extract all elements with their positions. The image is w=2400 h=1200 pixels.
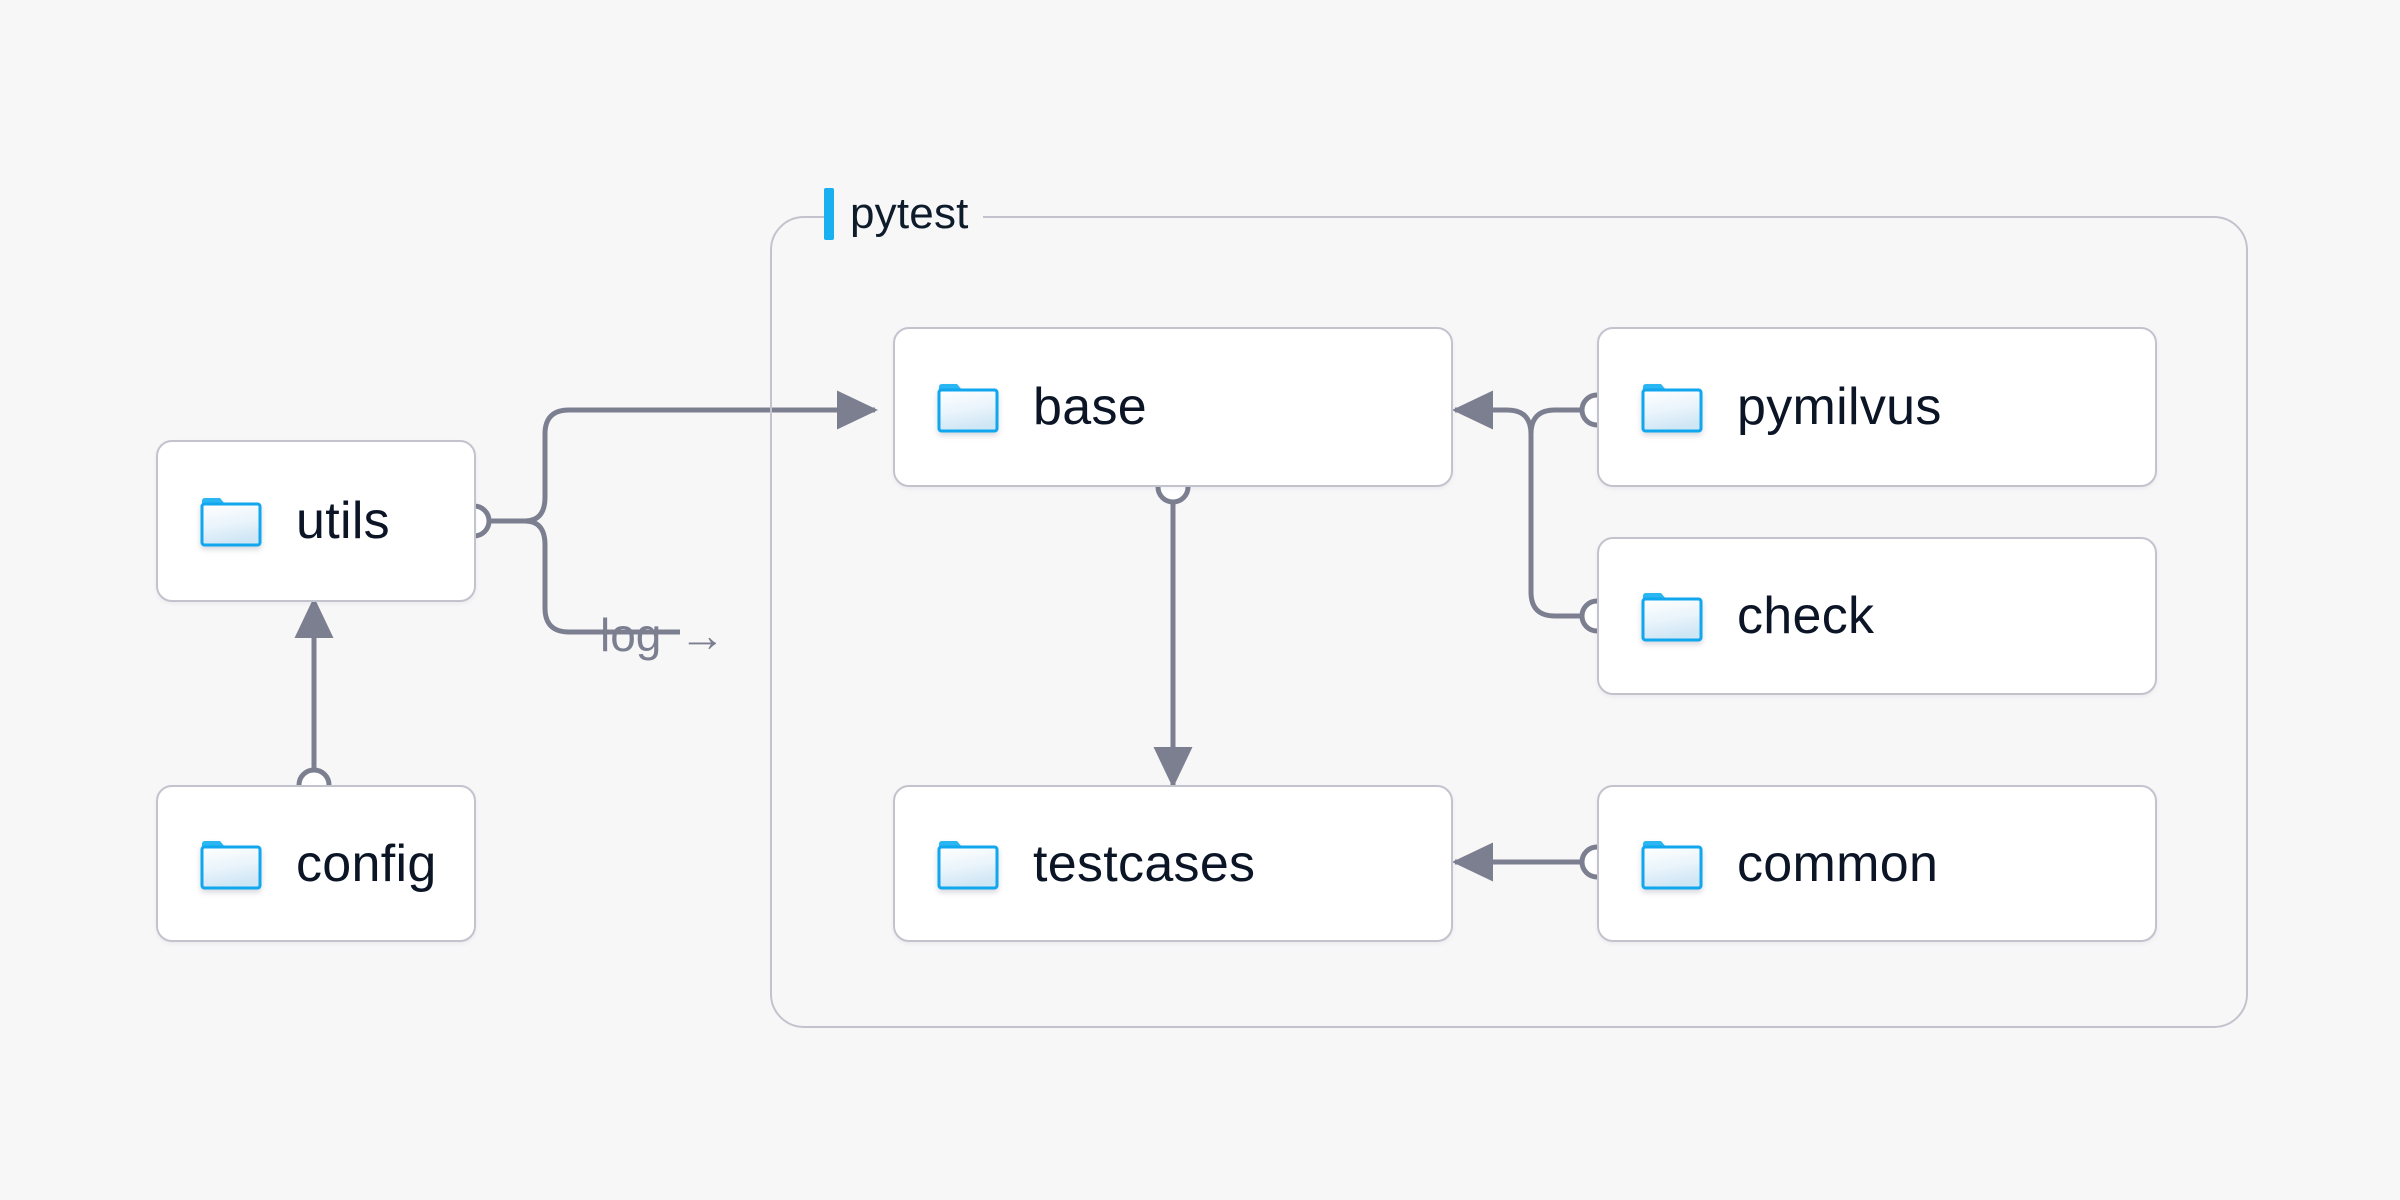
folder-icon [1641, 590, 1703, 642]
node-pymilvus[interactable]: pymilvus [1597, 327, 2157, 487]
node-common[interactable]: common [1597, 785, 2157, 942]
folder-icon [1641, 838, 1703, 890]
edge-label-log: log → [600, 608, 725, 662]
folder-icon [937, 381, 999, 433]
node-base[interactable]: base [893, 327, 1453, 487]
edge-label-log-text: log [600, 609, 662, 661]
node-label: common [1737, 834, 1939, 893]
folder-icon [200, 838, 262, 890]
group-label-pytest: pytest [824, 188, 983, 240]
node-label: pymilvus [1737, 378, 1942, 436]
folder-icon [937, 838, 999, 890]
folder-icon [1641, 381, 1703, 433]
arrow-right-icon: → [679, 609, 726, 661]
node-label: testcases [1033, 834, 1256, 893]
node-label: config [296, 834, 437, 893]
group-title: pytest [850, 189, 969, 238]
group-container-pytest[interactable] [770, 216, 2248, 1028]
node-label: base [1033, 378, 1147, 436]
folder-icon [200, 495, 262, 547]
edge-config-to-utils [294, 596, 334, 803]
node-utils[interactable]: utils [156, 440, 476, 602]
node-label: utils [296, 492, 390, 550]
node-testcases[interactable]: testcases [893, 785, 1453, 942]
group-accent-bar [824, 188, 834, 240]
node-check[interactable]: check [1597, 537, 2157, 695]
node-config[interactable]: config [156, 785, 476, 942]
node-label: check [1737, 587, 1875, 645]
